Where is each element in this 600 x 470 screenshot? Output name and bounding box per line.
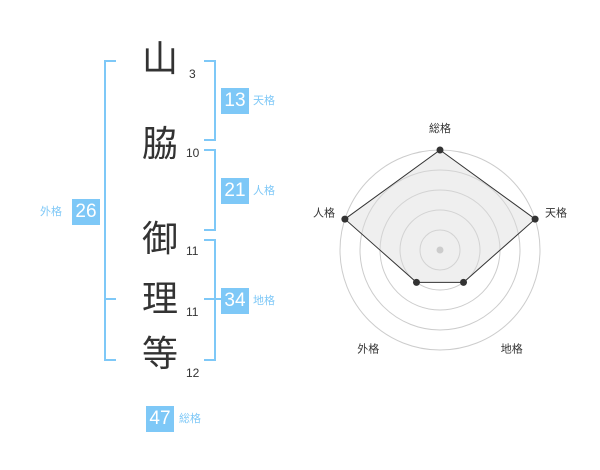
soukaku-value-badge: 47 [146, 406, 174, 432]
chikaku-label: 地格 [253, 294, 275, 307]
radar-axis-label-2: 天格 [545, 205, 567, 219]
stroke-count-2: 10 [186, 146, 200, 160]
tenkaku-label: 天格 [253, 94, 275, 107]
tenkaku-value-badge: 13 [221, 88, 249, 114]
name-char-4: 理 [141, 279, 178, 320]
radar-axis-label-1: 総格 [429, 121, 451, 135]
chikaku-bracket-tick [204, 298, 214, 300]
stroke-count-5: 12 [186, 366, 200, 380]
radar-point-2 [531, 215, 539, 223]
radar-point-5 [341, 215, 349, 223]
jinkaku-bracket [204, 149, 216, 231]
gaikaku-bracket-divider [104, 298, 116, 300]
jinkaku-value-badge: 21 [221, 178, 249, 204]
stroke-count-4: 11 [186, 305, 199, 319]
stroke-count-3: 11 [186, 244, 199, 258]
name-char-5: 等 [141, 334, 178, 375]
radar-points [341, 146, 539, 286]
tenkaku-bracket [204, 60, 216, 141]
radar-grid-ring-2 [399, 209, 481, 291]
chikaku-bracket [204, 239, 216, 361]
radar-area [344, 149, 536, 283]
radar-grid-ring-4 [359, 169, 521, 331]
name-char-3: 御 [141, 219, 178, 260]
radar-axis-label-4: 外格 [357, 342, 379, 356]
soukaku-label: 総格 [179, 412, 201, 425]
radar-axis-label-5: 人格 [313, 205, 335, 219]
chikaku-bracket-connector [214, 298, 221, 300]
gaikaku-bracket [104, 60, 116, 361]
radar-grid-ring-1 [419, 229, 461, 271]
radar-axis-label-3: 地格 [501, 342, 523, 356]
gaikaku-value-badge: 26 [72, 199, 100, 225]
name-char-2: 脇 [141, 124, 178, 165]
chikaku-value-badge: 34 [221, 288, 249, 314]
jinkaku-label: 人格 [253, 184, 275, 197]
name-char-1: 山 [141, 39, 178, 80]
gaikaku-label: 外格 [40, 205, 62, 218]
radar-point-4 [412, 278, 420, 286]
stroke-count-1: 3 [189, 67, 196, 81]
radar-center-dot [436, 246, 444, 254]
radar-point-1 [436, 146, 444, 154]
radar-point-3 [460, 278, 468, 286]
